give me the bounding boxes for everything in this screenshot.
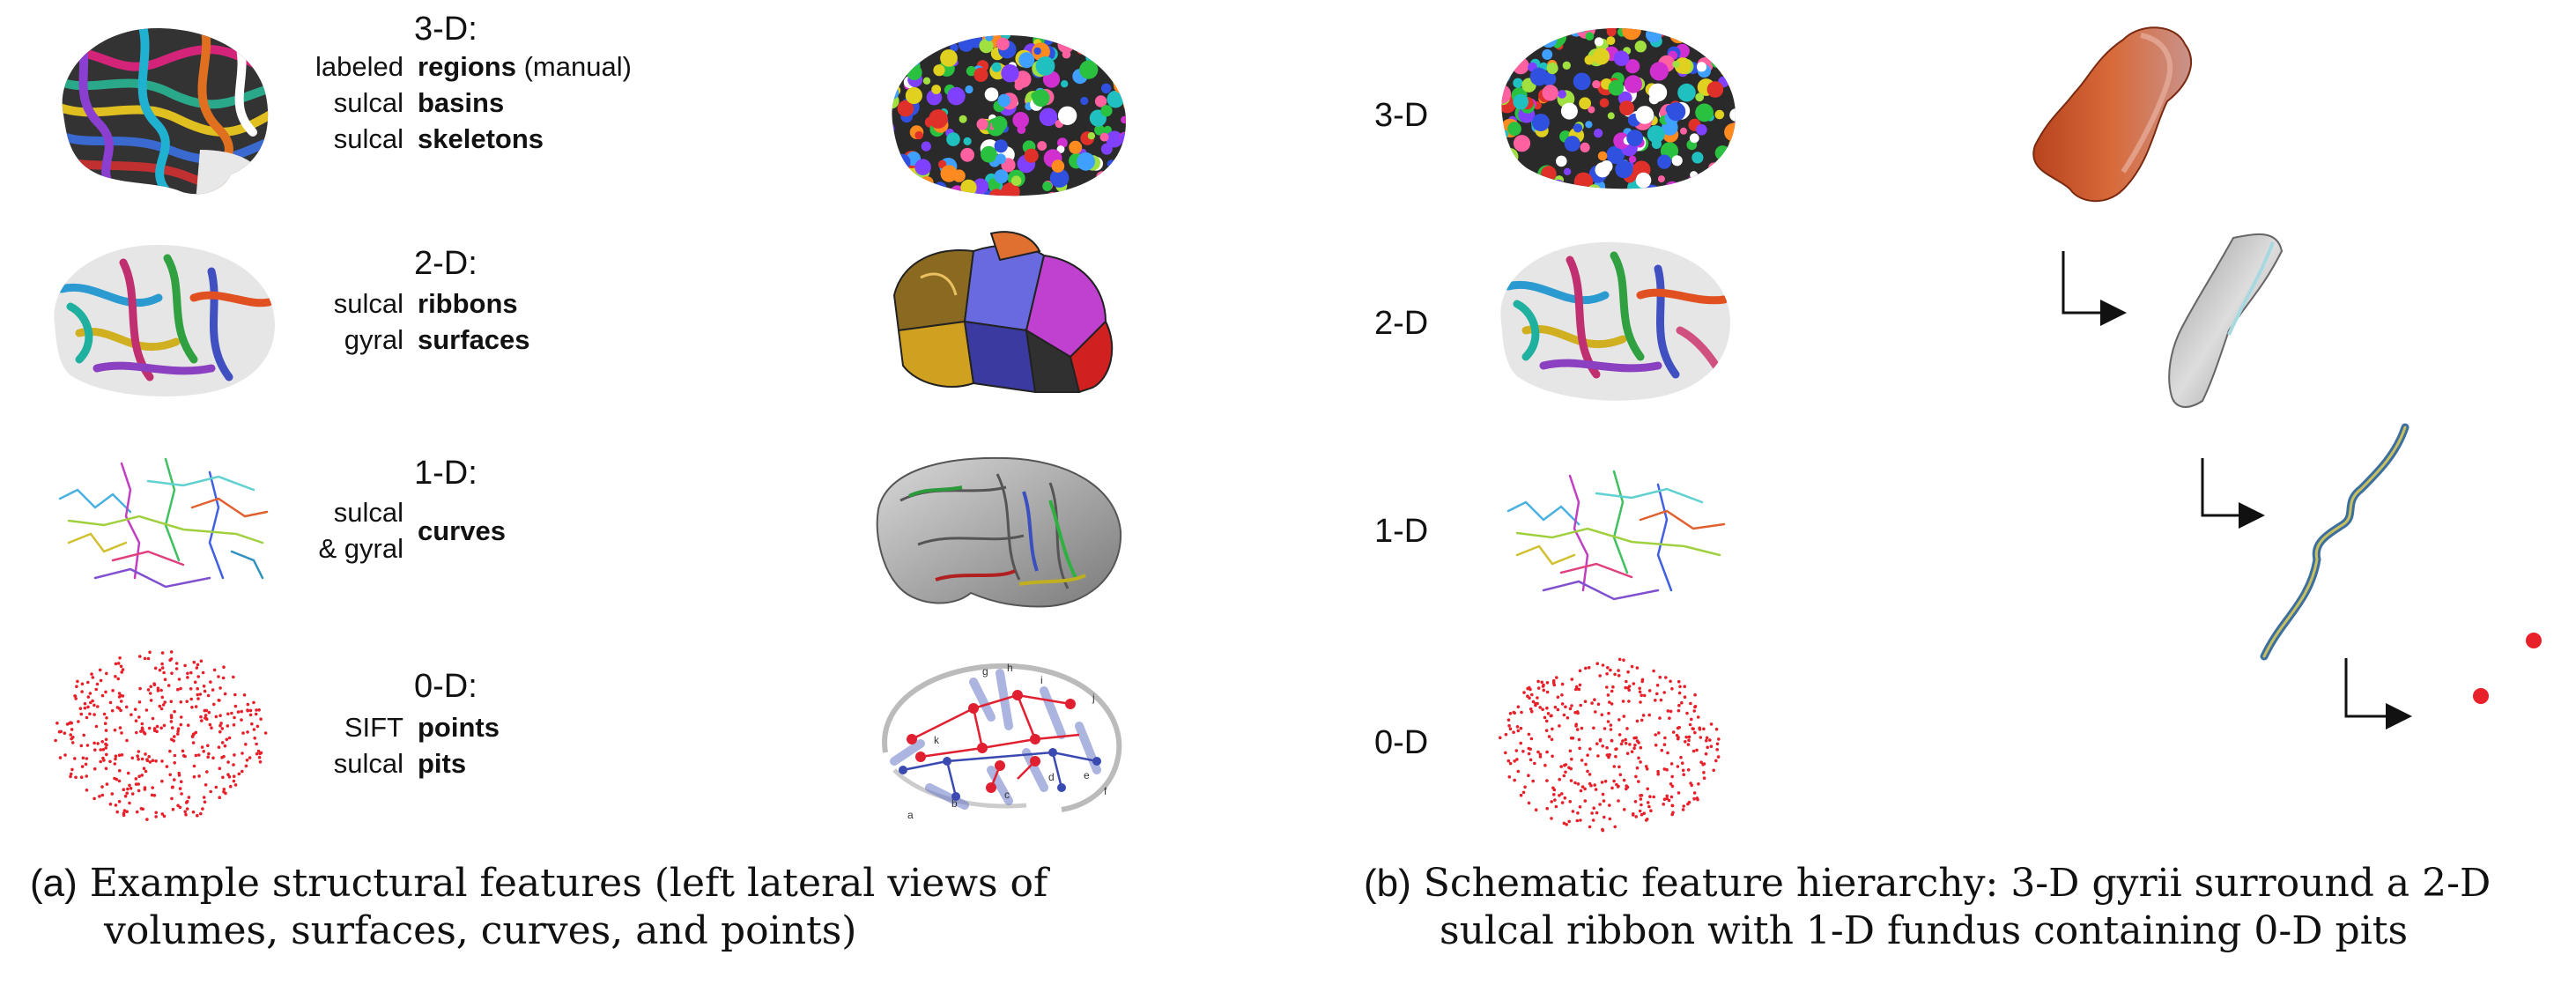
- row1d-heading: 1-D:: [414, 455, 477, 492]
- row1d-line-sulcal: sulcal: [291, 497, 418, 529]
- hierarchy-volume-image: [1501, 28, 1736, 189]
- row0d-heading: 0-D:: [414, 668, 477, 705]
- brain-curves-surface-image: [876, 456, 1122, 608]
- feature: surfaces: [418, 324, 530, 355]
- row2d-line-ribbons: sulcal ribbons: [291, 288, 518, 320]
- hierarchy-ribbons-image: [1500, 241, 1731, 401]
- pit-point-2: [2473, 688, 2489, 704]
- row0d-line-points: SIFT points: [291, 712, 500, 744]
- graph-node-label: g: [982, 665, 988, 678]
- caption-a-text1: Example structural features (left latera…: [89, 861, 1048, 906]
- graph-node-label: f: [1104, 785, 1107, 797]
- feature: ribbons: [418, 288, 518, 319]
- graph-node-label: d: [1048, 771, 1055, 783]
- graph-node-label: b: [951, 797, 958, 810]
- modifier: sulcal: [333, 288, 403, 319]
- row2d-heading: 2-D:: [414, 245, 477, 282]
- arrow-2: [2201, 458, 2265, 529]
- gyrus-volume: [2032, 26, 2193, 203]
- caption-b-tag: (b): [1364, 862, 1411, 905]
- hierarchy-curves-image: [1506, 470, 1726, 601]
- dim-label-2d: 2-D: [1374, 305, 1429, 342]
- row3d-line-basins: sulcal basins: [291, 87, 504, 119]
- sulcal-pits-graph-image: a b c d e f g h i j k: [882, 662, 1122, 821]
- dim-label-0d: 0-D: [1374, 724, 1429, 761]
- caption-a-line2: volumes, surfaces, curves, and points): [104, 908, 857, 953]
- hierarchy-points-image: [1499, 657, 1721, 833]
- modifier: sulcal: [333, 748, 403, 779]
- caption-b-text1: Schematic feature hierarchy: 3-D gyrii s…: [1423, 861, 2491, 906]
- feature: points: [418, 712, 500, 743]
- dim-label-3d: 3-D: [1374, 97, 1429, 134]
- graph-node-label: a: [907, 809, 914, 821]
- graph-node-label: k: [934, 734, 940, 746]
- modifier: SIFT: [344, 712, 403, 743]
- caption-a-tag: (a): [30, 862, 78, 905]
- brain-surface-ribbons-image: [54, 244, 276, 396]
- feature: pits: [418, 748, 467, 779]
- sulcal-ribbon: [2168, 233, 2284, 408]
- feature: skeletons: [418, 123, 544, 154]
- caption-b-line2: sulcal ribbon with 1-D fundus containing…: [1440, 908, 2409, 953]
- row3d-heading: 3-D:: [414, 11, 477, 48]
- brain-volume-labeled-image: [62, 27, 269, 195]
- modifier: sulcal: [333, 123, 403, 154]
- graph-node-label: j: [1092, 692, 1095, 704]
- hierarchy-schematic: [2032, 26, 2542, 729]
- suffix: (manual): [515, 51, 632, 82]
- brain-gyral-surfaces-image: [892, 231, 1114, 394]
- brain-volume-basins-image: [892, 35, 1127, 196]
- row0d-line-pits: sulcal pits: [291, 748, 466, 780]
- brain-curves-image: [58, 457, 269, 589]
- graph-node-label: i: [1040, 674, 1043, 686]
- modifier: sulcal: [333, 497, 403, 528]
- graph-node-label: h: [1007, 662, 1013, 674]
- pit-point-1: [2526, 633, 2542, 648]
- row3d-line-skeletons: sulcal skeletons: [291, 123, 544, 155]
- feature: curves: [418, 515, 506, 546]
- modifier: labeled: [315, 51, 403, 82]
- caption-b: (b) Schematic feature hierarchy: 3-D gyr…: [1364, 860, 2491, 955]
- feature: basins: [418, 87, 505, 118]
- brain-points-image: [54, 650, 268, 821]
- arrow-1: [2062, 251, 2127, 326]
- modifier: & gyral: [318, 533, 403, 564]
- row1d-line-curves: & gyral curves: [291, 515, 506, 565]
- modifier: gyral: [344, 324, 403, 355]
- caption-a: (a) Example structural features (left la…: [30, 860, 1047, 955]
- arrow-3: [2344, 658, 2412, 729]
- graph-node-label: c: [1004, 789, 1010, 801]
- graph-node-label: e: [1084, 769, 1090, 781]
- caption-b-line1: (b) Schematic feature hierarchy: 3-D gyr…: [1364, 860, 2491, 907]
- feature: regions: [418, 51, 516, 82]
- caption-a-line1: (a) Example structural features (left la…: [30, 860, 1047, 907]
- row2d-line-surfaces: gyral surfaces: [291, 324, 530, 356]
- row3d-line-regions: labeled regions (manual): [291, 51, 632, 83]
- dim-label-1d: 1-D: [1374, 513, 1429, 550]
- modifier: sulcal: [333, 87, 403, 118]
